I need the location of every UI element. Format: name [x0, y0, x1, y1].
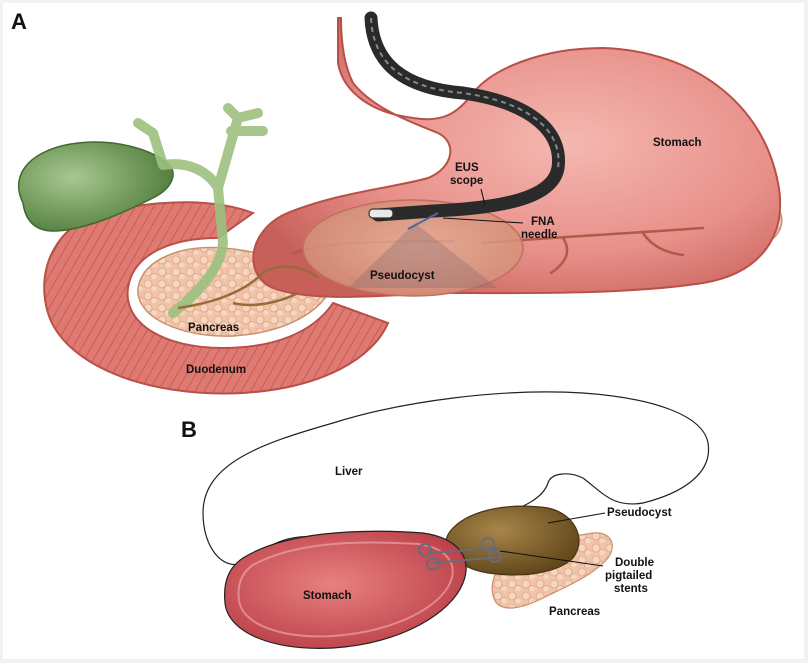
- pseudocyst-b-label: Pseudocyst: [607, 507, 672, 519]
- stents-label-line2: pigtailed: [605, 570, 652, 582]
- anatomy-illustration: A Stomach EUS scope FNA needle Pseudocys…: [3, 3, 804, 659]
- panel-b-letter: B: [181, 417, 197, 442]
- stents-label-line3: stents: [614, 583, 648, 595]
- stomach-b-label: Stomach: [303, 590, 352, 602]
- fna-label-line1: FNA: [531, 216, 555, 228]
- eus-scope-tip: [369, 209, 393, 218]
- stents-label-line1: Double: [615, 557, 654, 569]
- eus-scope-label-line2: scope: [450, 175, 483, 187]
- fna-label-line2: needle: [521, 229, 557, 241]
- figure-frame: A Stomach EUS scope FNA needle Pseudocys…: [3, 3, 804, 659]
- pancreas-a-label: Pancreas: [188, 322, 239, 334]
- liver-label: Liver: [335, 466, 363, 478]
- pseudocyst-a-label: Pseudocyst: [370, 270, 435, 282]
- panel-a-letter: A: [11, 9, 27, 34]
- duodenum-label: Duodenum: [186, 364, 246, 376]
- eus-scope-label-line1: EUS: [455, 162, 479, 174]
- pancreas-b-label: Pancreas: [549, 606, 600, 618]
- stomach-a-label: Stomach: [653, 137, 702, 149]
